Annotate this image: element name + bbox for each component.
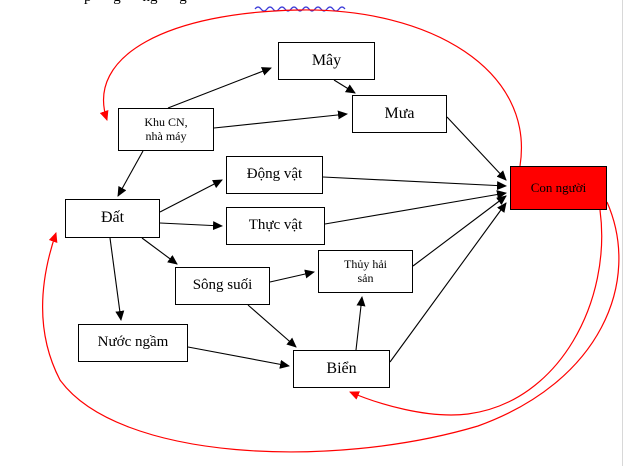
node-thuc-vat-label: Thực vật xyxy=(248,217,303,234)
arrow-khucn-to-dat xyxy=(117,150,144,197)
node-mua[interactable]: Mưa xyxy=(352,95,447,133)
node-dong-vat[interactable]: Động vật xyxy=(226,156,323,194)
red-loop-connguoi-to-khucn xyxy=(99,9,522,167)
node-khu-cn-label: Khu CN, nhà máy xyxy=(144,114,188,143)
arrow-songsuoi-to-bien xyxy=(247,304,297,348)
arrow-bien-to-thuyhaisan xyxy=(355,296,366,351)
page-edge-line xyxy=(622,0,623,466)
arrow-khucn-to-mua xyxy=(213,110,348,129)
node-nuoc-ngam[interactable]: Nước ngầm xyxy=(78,324,188,362)
node-bien[interactable]: Biển xyxy=(293,350,390,388)
arrow-dat-to-dongvat xyxy=(159,179,223,213)
node-may-label: Mây xyxy=(311,51,342,69)
arrow-dat-to-thucvat xyxy=(159,221,223,231)
arrow-thuyhaisan-to-connguoi xyxy=(412,195,507,267)
node-song-suoi-label: Sông suối xyxy=(192,277,253,294)
node-mua-label: Mưa xyxy=(384,104,415,122)
node-thuy-hai-san[interactable]: Thủy hải sản xyxy=(318,250,413,293)
arrow-thucvat-to-connguoi xyxy=(324,190,507,225)
node-dat[interactable]: Đất xyxy=(65,199,160,238)
node-dat-label: Đất xyxy=(100,209,125,227)
node-dong-vat-label: Động vật xyxy=(246,166,303,183)
arrow-bien-to-connguoi xyxy=(389,202,507,363)
arrow-dat-to-songsuoi xyxy=(141,237,178,265)
node-nuoc-ngam-label: Nước ngầm xyxy=(97,334,169,351)
cropped-text: p g ng g xyxy=(84,0,356,5)
arrow-mua-to-connguoi xyxy=(446,116,507,181)
spellcheck-squiggle-icon xyxy=(254,6,346,12)
arrow-songsuoi-to-thuyhaisan xyxy=(269,269,315,283)
node-bien-label: Biển xyxy=(326,359,357,377)
red-loop-connguoi-to-bien xyxy=(349,209,603,416)
cropped-text-fragment: p g ng g xyxy=(84,0,356,8)
node-may[interactable]: Mây xyxy=(278,42,375,80)
arrow-dongvat-to-connguoi xyxy=(322,176,507,191)
node-thuc-vat[interactable]: Thực vật xyxy=(226,207,325,245)
arrow-khucn-to-may xyxy=(167,67,272,109)
node-khu-cn[interactable]: Khu CN, nhà máy xyxy=(118,108,214,151)
arrow-may-to-mua xyxy=(333,79,356,94)
arrow-dat-to-nuocngam xyxy=(109,237,125,321)
red-loop-connguoi-to-dat xyxy=(42,201,620,453)
node-song-suoi[interactable]: Sông suối xyxy=(175,267,270,305)
node-con-nguoi-label: Con người xyxy=(530,179,587,195)
node-con-nguoi[interactable]: Con người xyxy=(510,166,607,210)
arrow-nuocngam-to-bien xyxy=(187,346,290,369)
node-thuy-hai-san-label: Thủy hải sản xyxy=(344,256,387,285)
